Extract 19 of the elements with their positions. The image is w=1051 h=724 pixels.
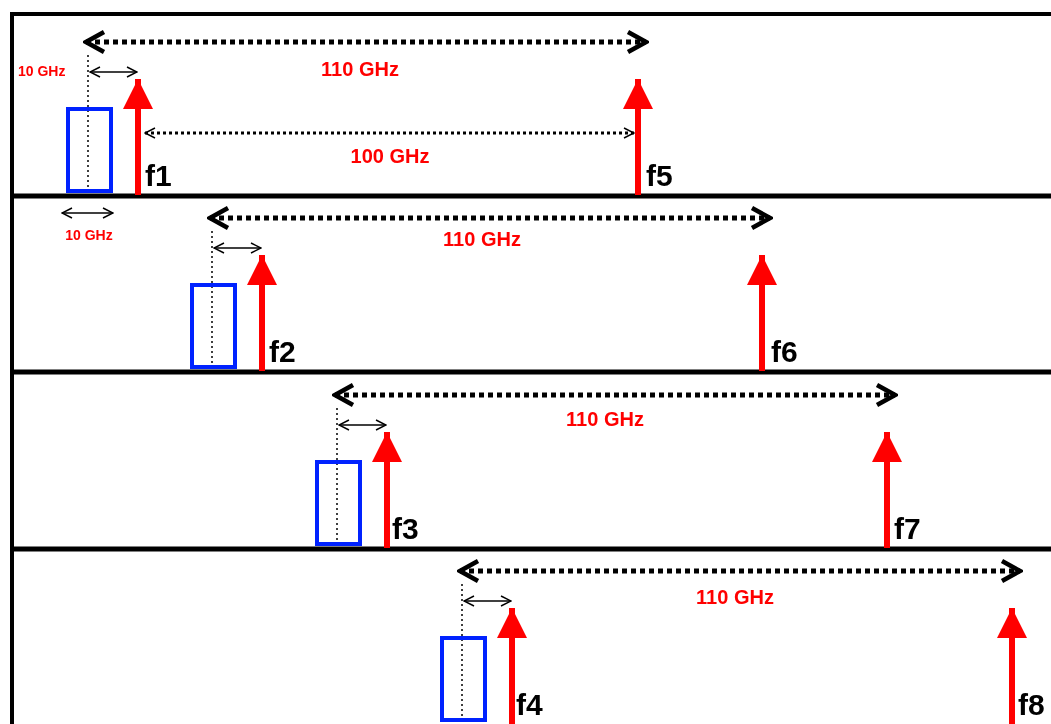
frequency-label: f5 — [646, 160, 673, 191]
frequency-label: f7 — [894, 513, 921, 544]
frequency-label: f2 — [269, 336, 296, 367]
spacing-label: 110 GHz — [566, 409, 644, 429]
spacing-label: 10 GHz — [65, 228, 113, 243]
filter-rectangle — [440, 636, 487, 722]
spacing-label: 110 GHz — [321, 59, 399, 79]
spacing-label: 100 GHz — [350, 146, 430, 166]
frequency-label: f3 — [392, 513, 419, 544]
frequency-label: f1 — [145, 160, 172, 191]
frequency-label: f8 — [1018, 689, 1045, 720]
spacing-label: 10 GHz — [18, 64, 66, 79]
spacing-label: 110 GHz — [696, 587, 774, 607]
spacing-label: 110 GHz — [443, 229, 521, 249]
frequency-label: f6 — [771, 336, 798, 367]
frequency-label: f4 — [516, 689, 543, 720]
filter-rectangle — [66, 107, 113, 193]
filter-rectangle — [315, 460, 362, 546]
filter-rectangle — [190, 283, 237, 369]
